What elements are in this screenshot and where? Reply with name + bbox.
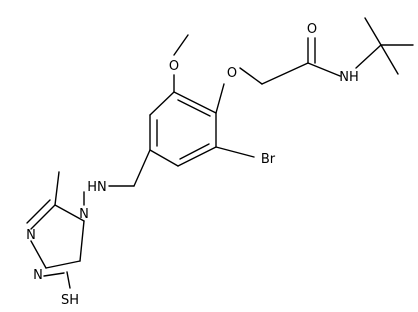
atom-sh: SH: [61, 293, 79, 308]
atom-labels: O O O NH Br HN N N N SH: [26, 22, 359, 308]
bond-ch2-co: [261, 62, 309, 85]
bond-triazole-2: [30, 204, 56, 230]
bond-tbu-3: [380, 44, 399, 75]
atom-n-triazole-n2: N: [26, 228, 36, 243]
bond-methyl-o: [173, 34, 189, 56]
bond-tbu-1: [364, 17, 382, 46]
bond-ring-double-b: [179, 143, 210, 160]
bond-co-nh: [307, 62, 341, 77]
bond-ring-double-a: [177, 99, 211, 117]
bond-triazole-3: [30, 240, 47, 269]
bond-triazole-4: [45, 260, 81, 269]
bond-ring-o-ether: [215, 83, 225, 114]
bond-ring-1: [173, 91, 217, 114]
bond-ring-ch2: [133, 149, 151, 187]
bond-triazole-5: [79, 220, 85, 262]
atom-o-ether: O: [227, 66, 237, 81]
bond-ring-6: [149, 91, 175, 116]
atom-o-methoxy: O: [169, 59, 179, 74]
atom-br: Br: [261, 152, 276, 167]
bond-triazole-2b: [26, 199, 51, 224]
atom-n-triazole-n4: N: [79, 207, 89, 222]
bond-triazole-4b: [43, 272, 65, 277]
atom-n-triazole-n1: N: [33, 268, 43, 283]
bond-nh-cq: [355, 44, 382, 69]
bond-triazole-sh: [66, 271, 71, 289]
bond-triazole-1: [54, 204, 85, 222]
atom-nh-amide: NH: [339, 70, 359, 85]
bond-triazole-methyl: [54, 171, 60, 206]
bond-o-ch2: [239, 67, 263, 85]
bond-ring-4: [149, 149, 179, 167]
atom-hn-amine: HN: [87, 180, 107, 195]
atom-o-carbonyl: O: [307, 22, 317, 37]
bonds: [26, 17, 414, 289]
bond-ring-br: [215, 146, 255, 158]
bond-ring-3: [177, 146, 217, 167]
